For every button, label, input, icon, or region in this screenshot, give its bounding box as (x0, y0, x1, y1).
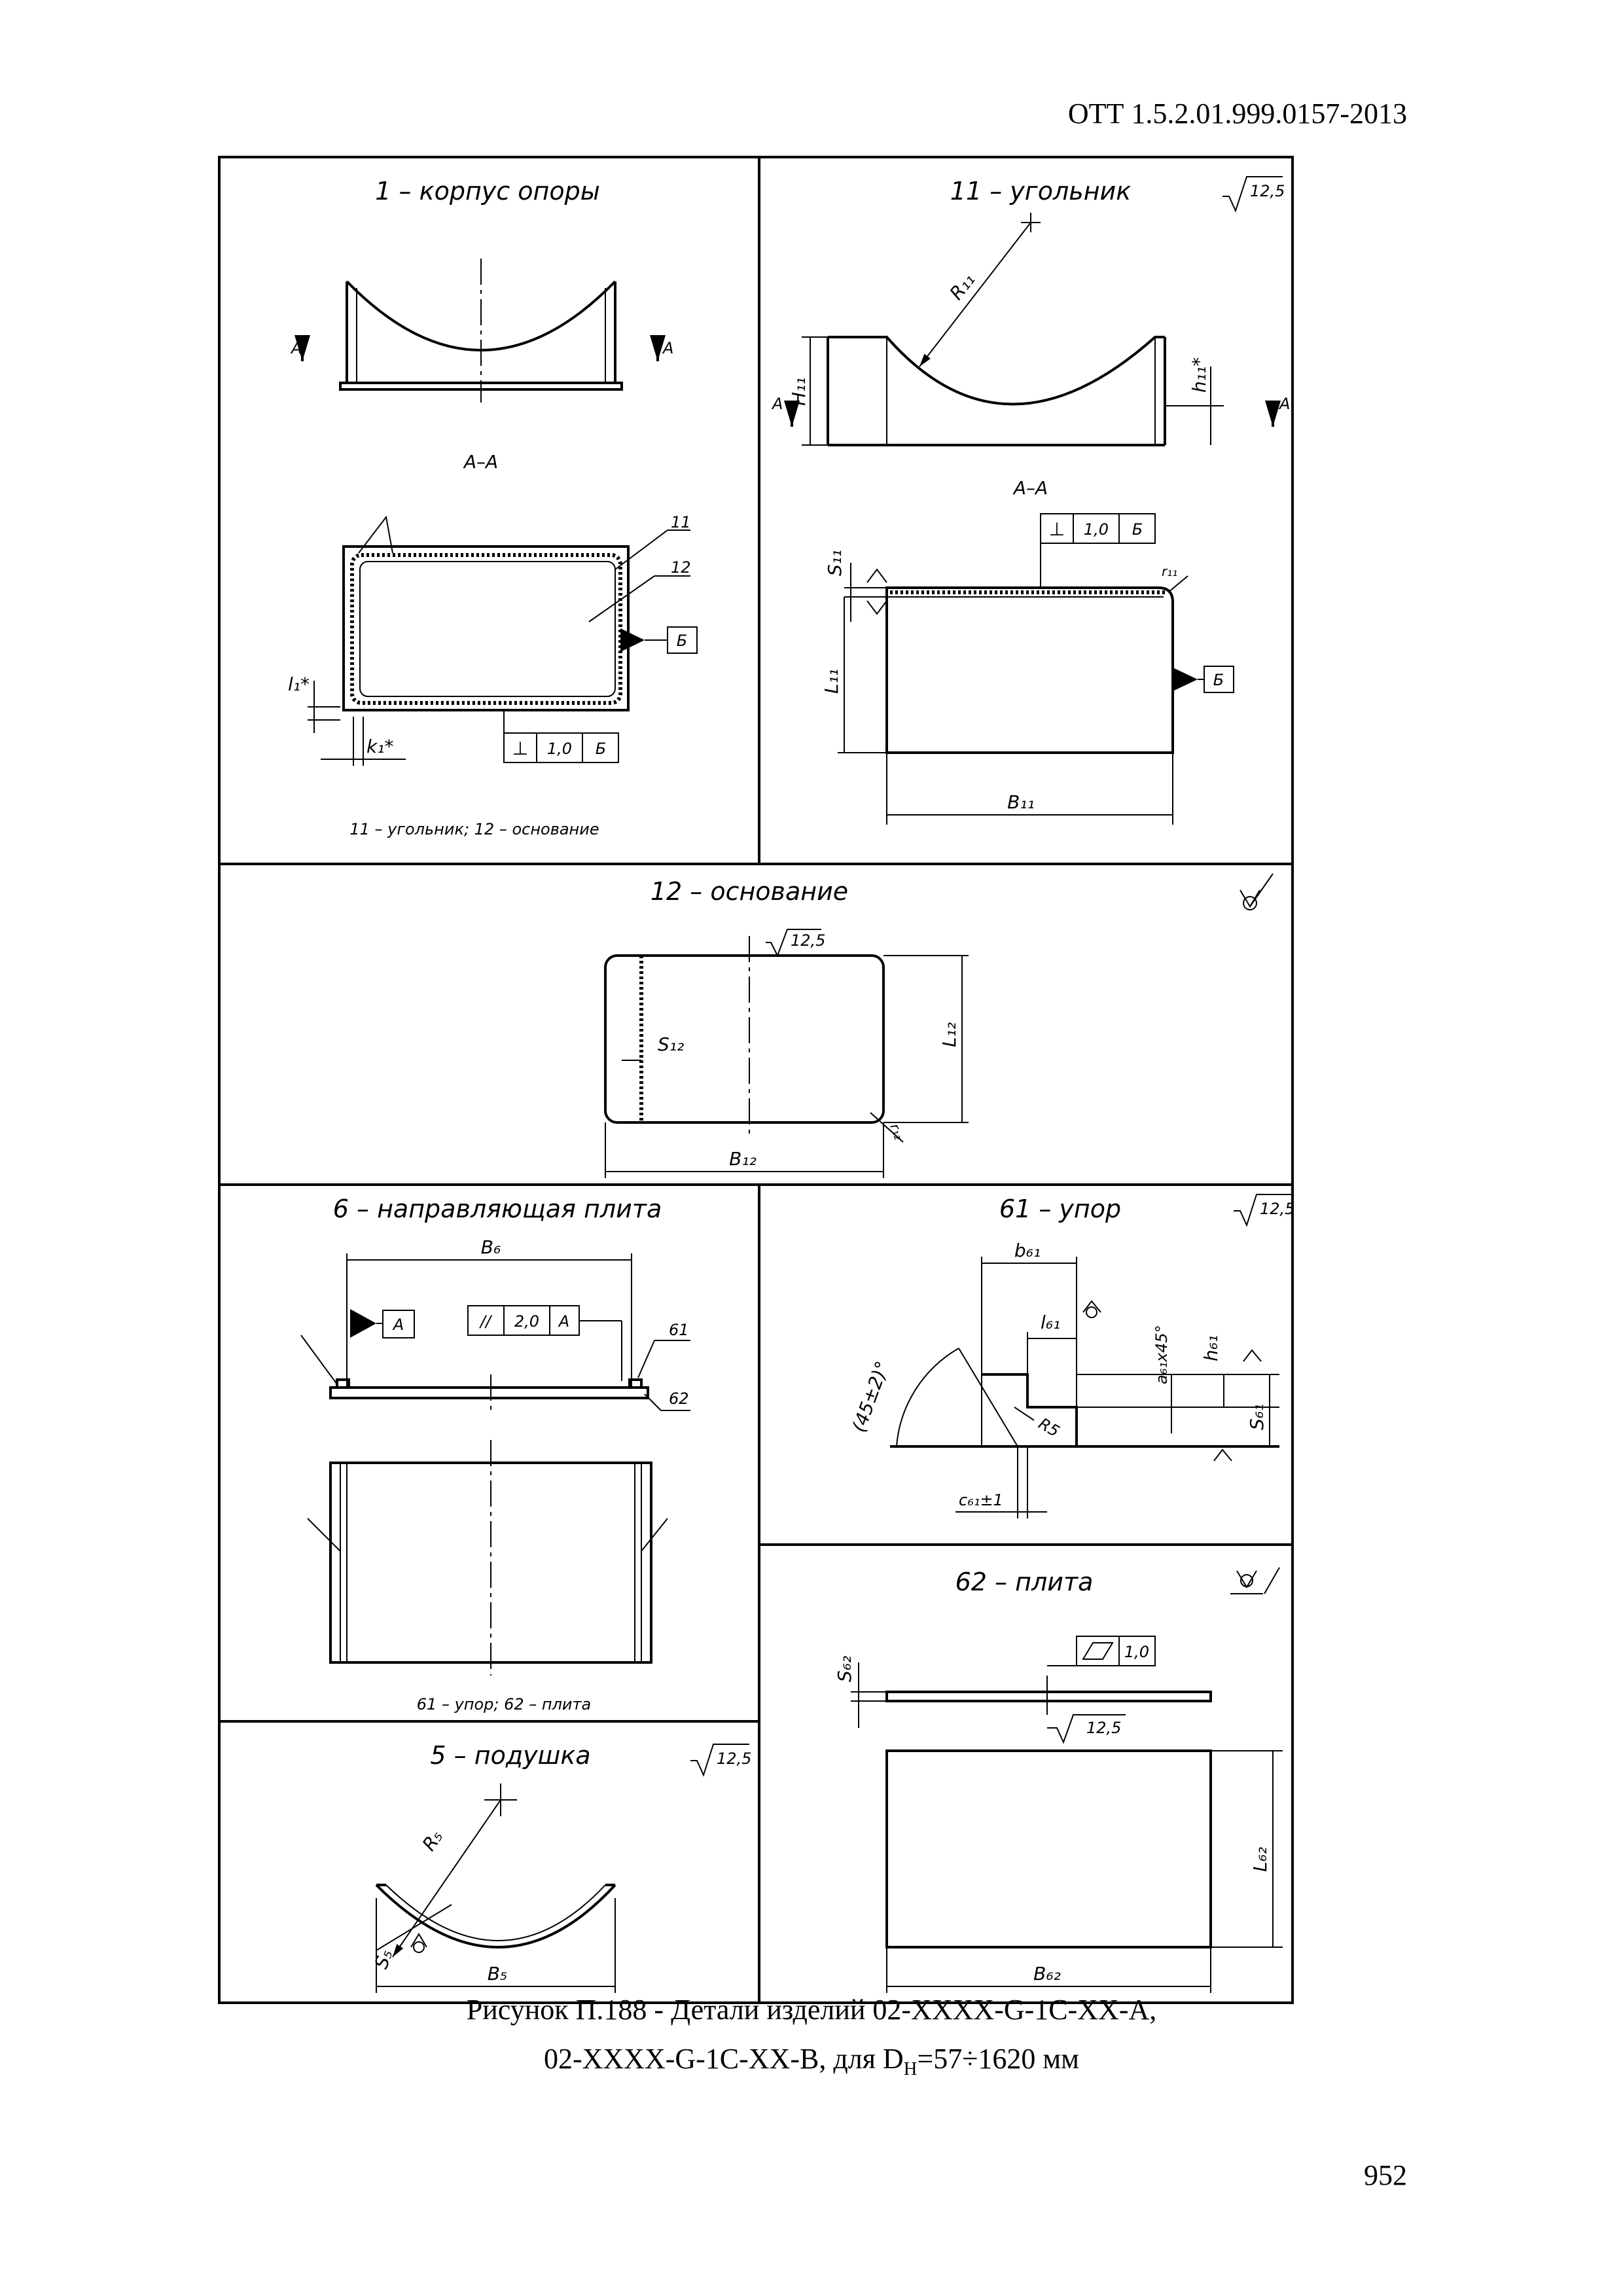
panel-title: 6 – направляющая плита (333, 1194, 662, 1223)
panel-title: 1 – корпус опоры (375, 177, 599, 206)
dim-L12: L₁₂ (938, 1022, 960, 1047)
section-mark: А (290, 339, 302, 357)
datum-label: А (558, 1312, 569, 1331)
dim-h11: h₁₁* (1188, 357, 1210, 393)
panel-plate: 62 – плита S₆₂ 1,0 12,5 L₆₂ B₆₂ (834, 1567, 1283, 1993)
tolerance-value: 1,0 (1084, 520, 1109, 539)
callout-11: 11 (671, 513, 691, 531)
dim-k1: k₁* (366, 736, 393, 757)
datum-label: Б (596, 740, 606, 758)
dim-r11: r₁₁ (1162, 564, 1177, 579)
dim-L11: L₁₁ (821, 669, 842, 694)
callout-12: 12 (671, 558, 691, 577)
datum-label: Б (1132, 520, 1143, 539)
dim-h61: h₆₁ (1200, 1335, 1222, 1361)
dim-R11: R₁₁ (946, 269, 980, 304)
panel-title: 61 – упор (999, 1194, 1121, 1223)
dim-H11: H₁₁ (788, 377, 810, 406)
panel-support-body: 1 – корпус опоры А А А–А 11 12 Б l₁* (288, 177, 698, 838)
roughness-value: 12,5 (1086, 1719, 1121, 1737)
panel-base-plate: 12 – основание 12,5 S₁₂ L₁₂ r₁₂ B₁₂ (604, 873, 1274, 1178)
dim-l1: l₁* (288, 673, 310, 695)
dim-B11: B₁₁ (1007, 791, 1035, 813)
dim-B62: B₆₂ (1033, 1963, 1061, 1984)
caption-subscript: Н (903, 2058, 918, 2079)
dim-L62: L₆₂ (1249, 1847, 1271, 1872)
panel-title: 5 – подушка (430, 1741, 590, 1770)
roughness-value: 12,5 (1250, 182, 1285, 200)
caption-text: 02-XXXX-G-1C-XX-B, для D (543, 2043, 904, 2075)
drawing-frame (218, 156, 1294, 2004)
datum-label: Б (1213, 671, 1224, 689)
tolerance-symbol: ⊥ (1049, 518, 1065, 540)
dim-l61: l₆₁ (1041, 1312, 1060, 1333)
section-label: А–А (1012, 477, 1048, 499)
section-label: А–А (463, 451, 498, 473)
tolerance-symbol: ⊥ (512, 738, 528, 759)
panel-legend: 61 – упор; 62 – плита (417, 1695, 591, 1713)
dim-B12: B₁₂ (729, 1148, 757, 1170)
dim-R5: R5 (1035, 1414, 1063, 1441)
figure-caption-line-2: 02-XXXX-G-1C-XX-B, для DН=57÷1620 мм (0, 2042, 1623, 2080)
dim-S61: S₆₁ (1246, 1404, 1268, 1430)
datum-label: А (392, 1316, 404, 1334)
panel-stop: 61 – упор 12,5 b₆₁ l₆₁ a₆₁x45° h₆₁ S₆₁ (… (848, 1194, 1294, 1518)
caption-text-tail: =57÷1620 мм (917, 2043, 1080, 2075)
dim-B5: B₅ (488, 1963, 507, 1984)
section-mark: А (662, 339, 673, 357)
panel-title: 11 – угольник (950, 177, 1131, 206)
dim-angle: (45±2)° (848, 1358, 894, 1435)
tolerance-value: 2,0 (514, 1312, 539, 1331)
dim-r12: r₁₂ (887, 1122, 907, 1142)
dim-S5: S₅ (370, 1946, 397, 1972)
page-number: 952 (1364, 2159, 1407, 2191)
panel-title: 12 – основание (651, 877, 848, 906)
datum-label: Б (677, 632, 687, 650)
figure-caption-line-1: Рисунок П.188 - Детали изделий 02-XXXX-G… (466, 1994, 1157, 2026)
tolerance-symbol: // (479, 1312, 493, 1331)
dim-a61: a₆₁x45° (1152, 1325, 1171, 1384)
section-mark: А (1278, 395, 1290, 413)
panel-pad: 5 – подушка 12,5 R₅ S₅ B₅ (370, 1741, 751, 1993)
dim-b61: b₆₁ (1014, 1240, 1041, 1261)
tolerance-value: 1,0 (547, 740, 572, 758)
roughness-value: 12,5 (1260, 1200, 1294, 1218)
roughness-value: 12,5 (717, 1749, 751, 1768)
dim-S62: S₆₂ (834, 1656, 855, 1682)
dim-c61: c₆₁±1 (959, 1491, 1003, 1509)
dim-S12: S₁₂ (658, 1033, 684, 1055)
section-mark: А (771, 395, 783, 413)
roughness-value: 12,5 (791, 931, 825, 950)
callout-62: 62 (669, 1390, 689, 1408)
dim-R5: R₅ (418, 1826, 448, 1855)
dim-B6: B₆ (481, 1236, 501, 1258)
dim-S11: S₁₁ (824, 550, 846, 576)
tolerance-value: 1,0 (1124, 1643, 1149, 1661)
panel-title: 62 – плита (955, 1568, 1094, 1596)
panel-angle-piece: 11 – угольник 12,5 R₁₁ H₁₁ h₁₁* А А А–А … (771, 176, 1290, 825)
panel-legend: 11 – угольник; 12 – основание (349, 820, 599, 838)
document-code: ОТТ 1.5.2.01.999.0157-2013 (1067, 98, 1407, 130)
callout-61: 61 (669, 1321, 689, 1339)
panel-guide-plate: 6 – направляющая плита B₆ А // 2,0 А 61 … (300, 1194, 690, 1713)
